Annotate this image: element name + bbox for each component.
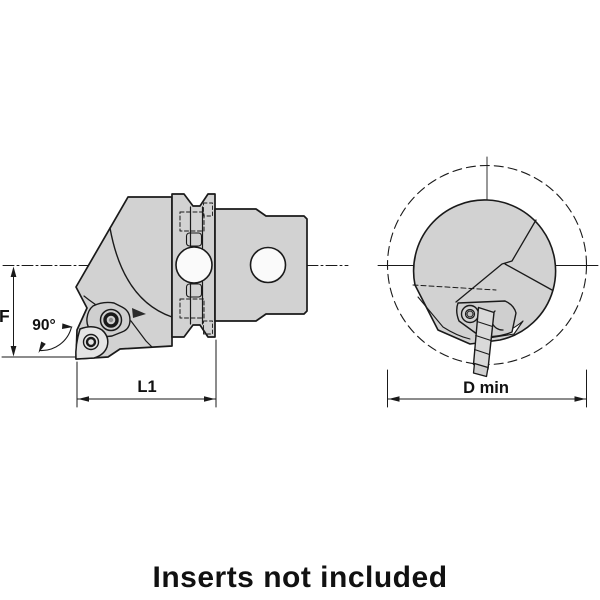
shank-hole (249, 246, 287, 284)
dimension-l1: L1 (76, 339, 217, 408)
hidden-slot-bottom (179, 298, 205, 319)
angle-arrow-bottom-icon (38, 341, 46, 353)
chip-deflector-mark (132, 308, 146, 318)
angle-arrow-right-icon (62, 323, 73, 329)
insert-hole-outer (82, 333, 100, 351)
collar-through-hole (175, 246, 213, 284)
blade-serrations (473, 320, 494, 356)
caption: Inserts not included (152, 561, 448, 594)
dimension-f: F (0, 266, 77, 358)
l1-label: L1 (137, 378, 156, 396)
insert-hole-inner (85, 336, 97, 348)
angle-annotation: 90° (32, 317, 73, 353)
dmin-label: D min (463, 379, 509, 397)
slot-plug-bottom (185, 283, 203, 298)
side-view: F 90° L1 (0, 193, 349, 408)
pocket-seat-line (455, 219, 537, 303)
f-arrow-up-icon (10, 266, 17, 277)
chamfer-inner-line (417, 296, 471, 340)
dmin-arrow-right-icon (574, 396, 586, 402)
f-label: F (0, 306, 10, 326)
dmin-arrow-left-icon (388, 396, 400, 402)
front-view: D min (377, 156, 599, 408)
collar-slot-edges (189, 206, 204, 325)
f-arrow-down-icon (10, 346, 17, 357)
clamp-screw-center (108, 317, 114, 323)
hidden-edge-line (412, 284, 497, 291)
hidden-detail-top (203, 202, 213, 217)
hidden-slot-top (179, 211, 205, 232)
l1-arrow-right-icon (204, 396, 215, 402)
body-section (412, 199, 557, 345)
head-neck-curve (109, 227, 173, 318)
slot-plug-top (185, 232, 203, 247)
hex-socket-icon (466, 310, 474, 318)
pocket-edge-line (504, 263, 553, 291)
hidden-detail-bottom (203, 320, 213, 335)
clamp-screw-socket (103, 312, 119, 328)
angle-label: 90° (32, 317, 55, 334)
angle-arc (38, 326, 73, 352)
dimension-dmin: D min (387, 369, 587, 408)
l1-arrow-left-icon (78, 396, 89, 402)
blade-foot (472, 362, 489, 378)
